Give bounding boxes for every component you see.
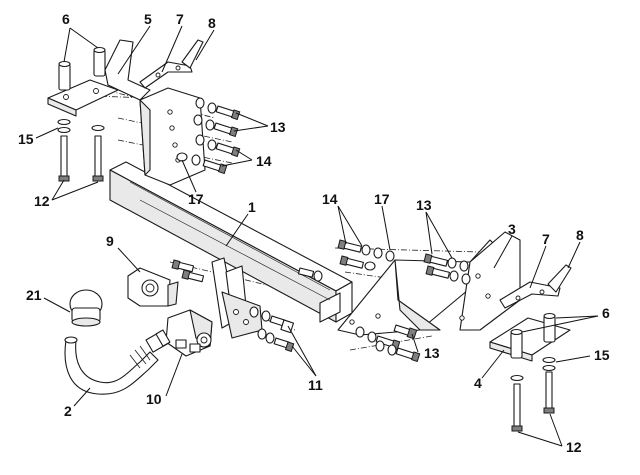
callout-13-mid: 13	[424, 345, 440, 361]
callout-7-left: 7	[176, 11, 184, 27]
callout-6-left: 6	[62, 11, 70, 27]
callout-15-right: 15	[594, 347, 610, 363]
electrical-socket	[165, 309, 213, 357]
left-side-arm	[104, 39, 206, 186]
right-bent-strap	[499, 281, 561, 309]
callout-8-left: 8	[208, 15, 216, 31]
callout-7-right: 7	[542, 231, 550, 247]
callout-10: 10	[146, 391, 162, 407]
left-bent-strap	[139, 61, 193, 89]
callout-3: 3	[508, 221, 516, 237]
right-spacer-tubes	[510, 312, 556, 359]
callout-2: 2	[64, 403, 72, 419]
callout-6-right: 6	[602, 305, 610, 321]
ball-mount-bracket	[211, 257, 263, 339]
left-spacer-tubes	[58, 46, 106, 91]
callout-15-left: 15	[18, 131, 34, 147]
callout-5: 5	[144, 11, 152, 27]
callout-14-left: 14	[256, 153, 272, 169]
callout-11: 11	[308, 377, 323, 393]
left-lever	[181, 39, 204, 69]
callout-4: 4	[474, 375, 482, 391]
leader-lines	[35, 25, 599, 447]
right-washers	[510, 356, 556, 382]
callout-21: 21	[26, 287, 42, 303]
tow-ball	[69, 289, 103, 327]
left-bracket-plate	[47, 79, 119, 117]
socket-plate	[127, 267, 179, 307]
callout-12-left: 12	[34, 193, 50, 209]
left-bolt-set	[176, 97, 241, 175]
callout-1: 1	[248, 199, 256, 215]
left-washers	[57, 118, 105, 134]
callout-9: 9	[106, 233, 114, 249]
callout-13-left: 13	[270, 119, 286, 135]
center-bolts	[171, 259, 323, 353]
right-long-bolts	[511, 371, 555, 432]
callout-14-right: 14	[322, 191, 338, 207]
left-long-bolts	[58, 135, 104, 182]
callout-labels: 6 5 7 8 13 14 17 15 12 1 9 21 2 10 11 14…	[18, 11, 610, 455]
callout-8-right: 8	[576, 227, 584, 243]
callout-17-right: 17	[374, 191, 390, 207]
right-lever	[547, 264, 572, 293]
callout-17-left: 17	[188, 191, 204, 207]
right-bolt-set	[337, 239, 471, 363]
callout-12-right: 12	[566, 439, 582, 455]
ball-neck	[64, 329, 171, 395]
main-crossbar	[109, 161, 353, 323]
callout-13-right: 13	[416, 197, 432, 213]
ball-neck-stripes	[129, 345, 151, 369]
